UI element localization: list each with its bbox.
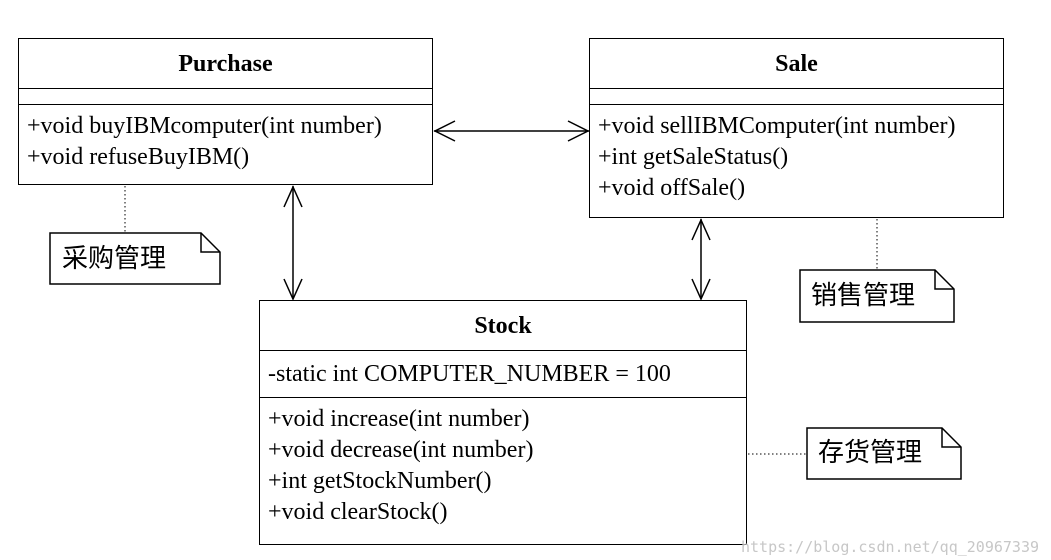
association-purchase-stock: [283, 185, 303, 301]
method-item: +void decrease(int number): [268, 437, 534, 463]
method-item: +int getSaleStatus(): [598, 144, 789, 170]
class-sale-methods: +void sellIBMComputer(int number) +int g…: [590, 105, 1003, 204]
sale-note-text: 销售管理: [811, 281, 916, 311]
class-purchase-attributes: [19, 89, 432, 105]
class-purchase-methods: +void buyIBMcomputer(int number) +void r…: [19, 105, 432, 173]
class-stock-name: Stock: [260, 301, 746, 351]
method-item: +void offSale(): [598, 175, 746, 201]
method-item: +void clearStock(): [268, 499, 448, 525]
sale-note-shape: [799, 269, 955, 323]
stock-note-text: 存货管理: [818, 438, 923, 468]
method-item: +void increase(int number): [268, 406, 530, 432]
association-purchase-sale: [433, 120, 590, 142]
class-sale: Sale +void sellIBMComputer(int number) +…: [589, 38, 1004, 218]
watermark: https://blog.csdn.net/qq_20967339: [740, 538, 1039, 556]
association-sale-stock: [691, 218, 711, 301]
purchase-note-text: 采购管理: [62, 244, 167, 274]
stock-note-shape: [806, 427, 962, 480]
purchase-note-shape: [49, 232, 221, 285]
class-purchase-name: Purchase: [19, 39, 432, 89]
class-stock-attributes: -static int COMPUTER_NUMBER = 100: [260, 351, 746, 398]
method-item: +int getStockNumber(): [268, 468, 492, 494]
attribute-item: -static int COMPUTER_NUMBER = 100: [268, 361, 671, 387]
class-sale-name: Sale: [590, 39, 1003, 89]
method-item: +void sellIBMComputer(int number): [598, 113, 956, 139]
class-sale-attributes: [590, 89, 1003, 105]
method-item: +void buyIBMcomputer(int number): [27, 113, 382, 139]
class-stock-methods: +void increase(int number) +void decreas…: [260, 398, 746, 528]
class-stock: Stock -static int COMPUTER_NUMBER = 100 …: [259, 300, 747, 545]
method-item: +void refuseBuyIBM(): [27, 144, 250, 170]
class-purchase: Purchase +void buyIBMcomputer(int number…: [18, 38, 433, 185]
